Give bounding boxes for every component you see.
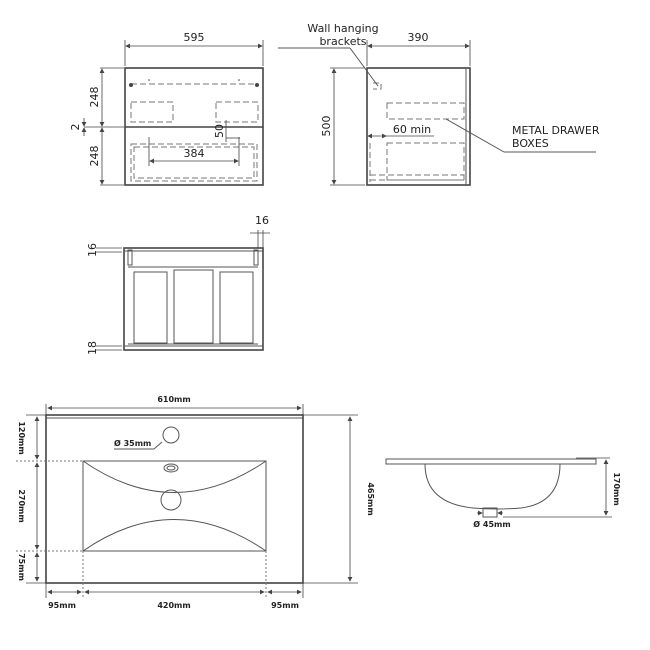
dim-waste: Ø 45mm: [473, 519, 510, 529]
basin-rim: [385, 458, 597, 465]
top-view: 16 16 18: [86, 214, 270, 355]
side-view: 390 500 60 min Wall hanging brackets MET…: [278, 22, 600, 186]
dim-top-margin: 120mm: [17, 421, 26, 454]
dim-side-thickness: 16: [255, 214, 269, 227]
dim-height: 500: [320, 116, 333, 137]
dim-handle-spacing: 384: [184, 147, 205, 160]
dim-bowl-width: 420mm: [157, 601, 190, 610]
waste-hole: [160, 489, 182, 511]
label-metal-drawer: METAL DRAWER: [512, 124, 600, 137]
dim-basin-width: 610mm: [157, 395, 190, 404]
label-wall-brackets-2: brackets: [319, 35, 366, 48]
dim-left-margin: 95mm: [48, 601, 76, 610]
dim-gap: 2: [69, 124, 82, 131]
dim-handle-offset: 50: [213, 124, 226, 138]
label-tap-hole: Ø 35mm: [114, 438, 151, 448]
side-outline: [366, 67, 471, 186]
label-metal-drawer-2: BOXES: [512, 137, 549, 150]
basin-section: 170mm Ø 45mm: [385, 457, 621, 529]
dim-bowl-depth: 270mm: [17, 489, 26, 522]
dim-section-height: 170mm: [612, 472, 621, 505]
basin-plan: 610mm Ø 35mm 120mm 270mm 75mm 465mm: [16, 395, 375, 610]
label-wall-brackets: Wall hanging: [307, 22, 378, 35]
dim-basin-depth: 465mm: [366, 482, 375, 515]
dim-lower-height: 248: [88, 146, 101, 167]
tap-hole: [162, 426, 180, 444]
dim-front-margin: 75mm: [17, 553, 26, 581]
waste-outlet: [482, 507, 498, 518]
dim-upper-height: 248: [88, 87, 101, 108]
dim-back-thickness: 16: [86, 243, 99, 257]
dim-depth: 390: [408, 31, 429, 44]
top-outline: [123, 247, 264, 351]
bowl-outline: [82, 460, 267, 552]
dim-width: 595: [184, 31, 205, 44]
front-view: 595 248 248 2 384 50: [69, 31, 264, 186]
overflow: [163, 463, 179, 473]
dim-drawer-setback: 60 min: [393, 123, 431, 136]
basin-outline: [45, 414, 304, 584]
dim-right-margin: 95mm: [271, 601, 299, 610]
bowl-section: [424, 463, 561, 510]
dim-front-thickness: 18: [86, 341, 99, 355]
